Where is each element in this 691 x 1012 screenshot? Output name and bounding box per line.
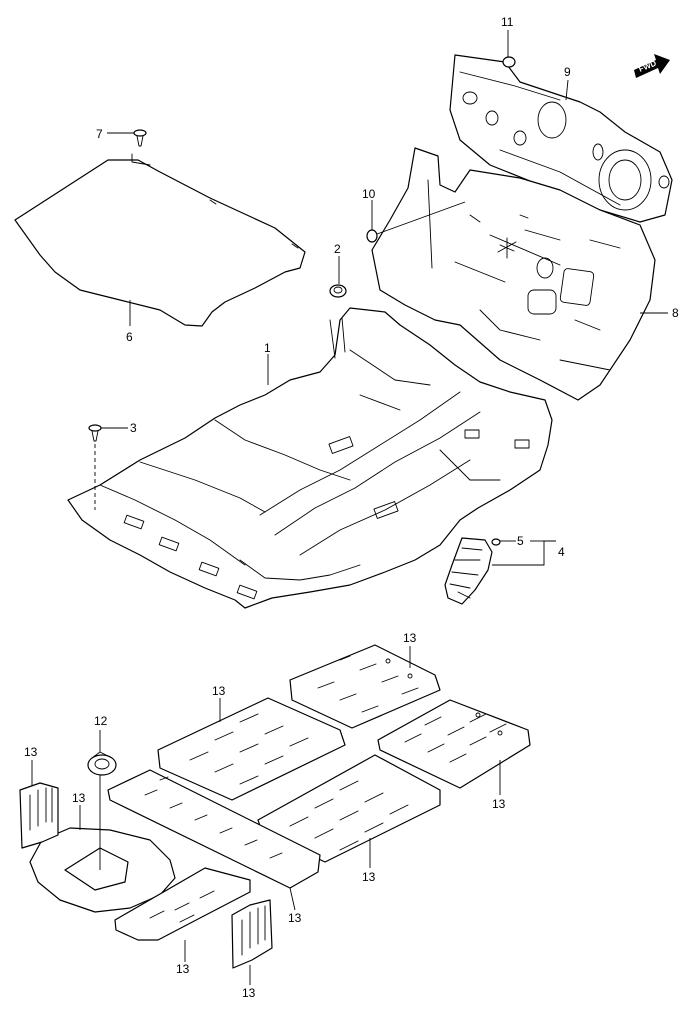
callout-6: 6 xyxy=(126,330,133,344)
callout-13-spare-tire: 13 xyxy=(72,791,86,805)
callout-12: 12 xyxy=(94,714,108,728)
callout-2: 2 xyxy=(334,242,341,256)
fwd-arrow-icon: FWD xyxy=(634,54,670,78)
mat-front-right xyxy=(377,699,531,789)
bolt-10 xyxy=(366,201,466,243)
dash-panel xyxy=(371,147,656,401)
callout-13-trunk-side: 13 xyxy=(176,962,190,976)
callout-1: 1 xyxy=(264,341,271,355)
leader-lines xyxy=(31,30,668,985)
callout-13-front-right: 13 xyxy=(492,797,506,811)
callout-13-rear-right: 13 xyxy=(403,631,417,645)
callout-13-rear-center: 13 xyxy=(212,684,226,698)
callout-10: 10 xyxy=(362,187,376,201)
callout-9: 9 xyxy=(564,65,571,79)
mat-left-wheelhouse xyxy=(19,782,59,849)
screw-3 xyxy=(88,424,102,510)
callout-13-right-wheelhouse: 13 xyxy=(242,986,256,1000)
screw-5 xyxy=(491,538,501,546)
mat-rear-right xyxy=(289,644,441,729)
callout-8: 8 xyxy=(672,306,679,320)
mat-spare-tire xyxy=(29,772,176,913)
callout-labels: 11 9 7 6 10 2 8 1 3 5 4 13 13 12 13 13 1… xyxy=(24,15,679,1000)
callout-11: 11 xyxy=(501,15,514,29)
mat-tunnel xyxy=(107,769,321,889)
mat-rear-center xyxy=(157,697,346,801)
luggage-board xyxy=(14,153,306,327)
grommet-2 xyxy=(329,284,347,298)
mat-trunk-side xyxy=(114,867,251,941)
bracket-4 xyxy=(444,537,493,605)
callout-7: 7 xyxy=(96,127,103,141)
callout-4: 4 xyxy=(558,545,565,559)
callout-3: 3 xyxy=(130,421,137,435)
floor-panel xyxy=(67,307,553,609)
clip-7 xyxy=(133,129,147,147)
nut-11 xyxy=(502,56,516,68)
callout-13-tunnel: 13 xyxy=(288,911,302,925)
mat-right-wheelhouse xyxy=(231,899,273,969)
upper-dash-panel xyxy=(449,54,673,223)
callout-13-front-center: 13 xyxy=(362,870,376,884)
callout-13-left-wheelhouse: 13 xyxy=(24,745,38,759)
grommet-12 xyxy=(87,751,117,776)
callout-5: 5 xyxy=(517,534,524,548)
